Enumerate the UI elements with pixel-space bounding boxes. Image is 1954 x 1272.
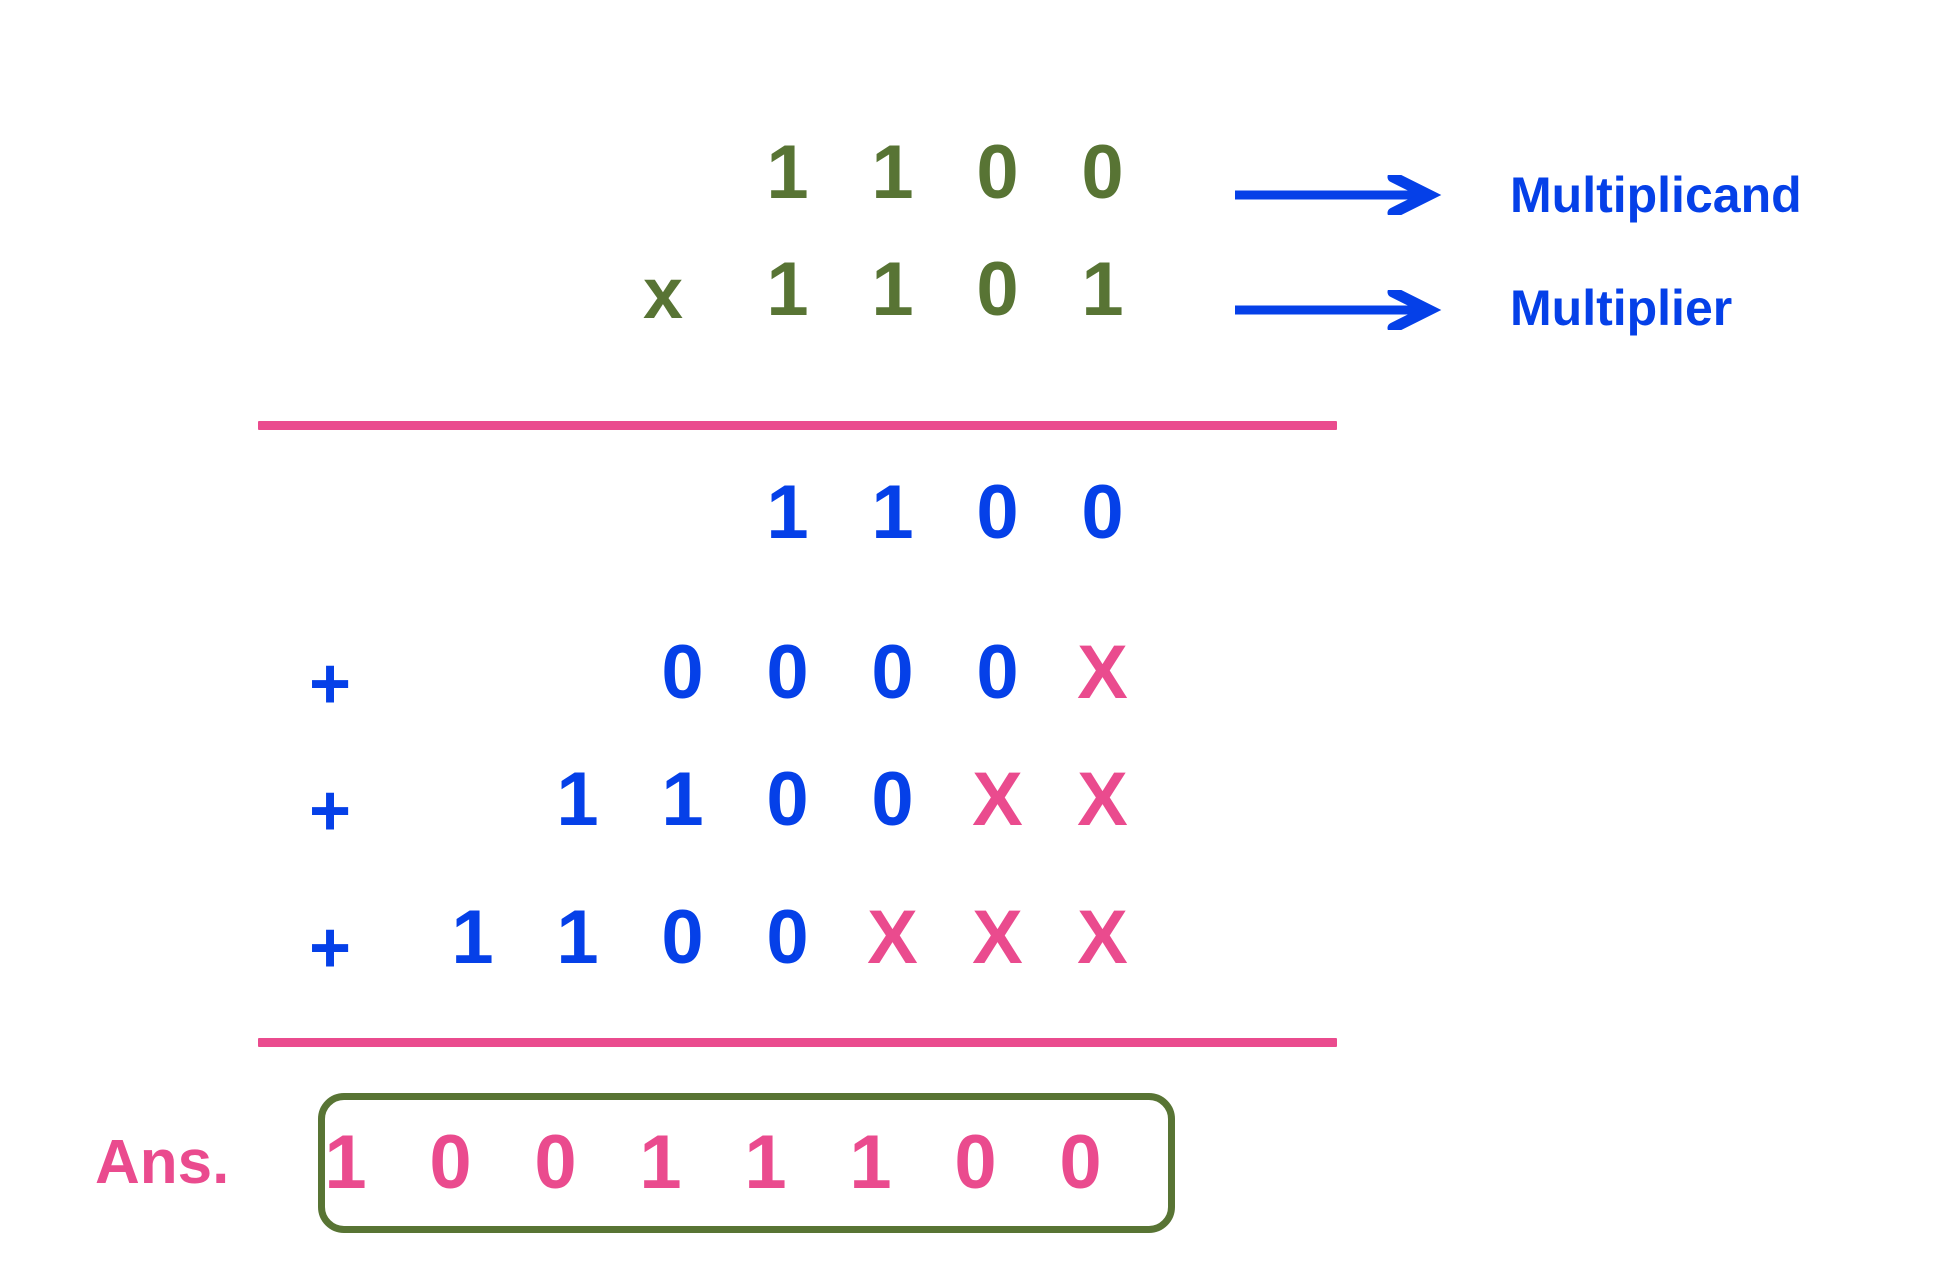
multiplicand-digit-2: 0 xyxy=(976,130,1019,215)
multiply-operator: x xyxy=(642,254,684,334)
multiplier-label: Multiplier xyxy=(1510,280,1733,336)
answer-digit-7: 0 xyxy=(1059,1120,1102,1205)
answer-digit-5: 1 xyxy=(849,1120,892,1205)
answer-digit-2: 0 xyxy=(534,1120,577,1205)
partial-4-placeholder-0: X xyxy=(867,895,918,980)
partial-3-digit-0: 1 xyxy=(556,757,599,842)
partial-4-digit-3: 0 xyxy=(766,895,809,980)
partial-1-digit-3: 0 xyxy=(1081,470,1124,555)
partial-3-digit-1: 1 xyxy=(661,757,704,842)
partial-4-digit-2: 0 xyxy=(661,895,704,980)
answer-label: Ans. xyxy=(95,1128,230,1197)
partial-2-digit-2: 0 xyxy=(871,630,914,715)
partial-2-digit-3: 0 xyxy=(976,630,1019,715)
divider-top xyxy=(258,421,1337,430)
partial-4-placeholder-2: X xyxy=(1077,895,1128,980)
partial-2-digit-1: 0 xyxy=(766,630,809,715)
right-arrow-icon xyxy=(1233,286,1443,335)
partial-2-digit-0: 0 xyxy=(661,630,704,715)
multiplier-digit-1: 1 xyxy=(871,247,914,332)
answer-digit-6: 0 xyxy=(954,1120,997,1205)
answer-digit-0: 1 xyxy=(324,1120,367,1205)
answer-digit-4: 1 xyxy=(744,1120,787,1205)
answer-digit-3: 1 xyxy=(639,1120,682,1205)
right-arrow-icon xyxy=(1233,171,1443,220)
plus-operator-2: + xyxy=(308,771,352,851)
partial-1-digit-0: 1 xyxy=(766,470,809,555)
multiplicand-digit-1: 1 xyxy=(871,130,914,215)
partial-2-placeholder-0: X xyxy=(1077,630,1128,715)
partial-3-placeholder-1: X xyxy=(1077,757,1128,842)
answer-box xyxy=(318,1093,1175,1233)
multiplicand-label: Multiplicand xyxy=(1510,167,1802,223)
plus-operator-1: + xyxy=(308,644,352,724)
partial-3-placeholder-0: X xyxy=(972,757,1023,842)
multiplicand-digit-3: 0 xyxy=(1081,130,1124,215)
partial-1-digit-1: 1 xyxy=(871,470,914,555)
partial-4-digit-0: 1 xyxy=(451,895,494,980)
multiplicand-digit-0: 1 xyxy=(766,130,809,215)
plus-operator-3: + xyxy=(308,908,352,988)
partial-3-digit-2: 0 xyxy=(766,757,809,842)
partial-3-digit-3: 0 xyxy=(871,757,914,842)
divider-bottom xyxy=(258,1038,1337,1047)
multiplier-digit-0: 1 xyxy=(766,247,809,332)
answer-digit-1: 0 xyxy=(429,1120,472,1205)
partial-4-digit-1: 1 xyxy=(556,895,599,980)
partial-4-placeholder-1: X xyxy=(972,895,1023,980)
multiplier-digit-2: 0 xyxy=(976,247,1019,332)
partial-1-digit-2: 0 xyxy=(976,470,1019,555)
multiplier-digit-3: 1 xyxy=(1081,247,1124,332)
